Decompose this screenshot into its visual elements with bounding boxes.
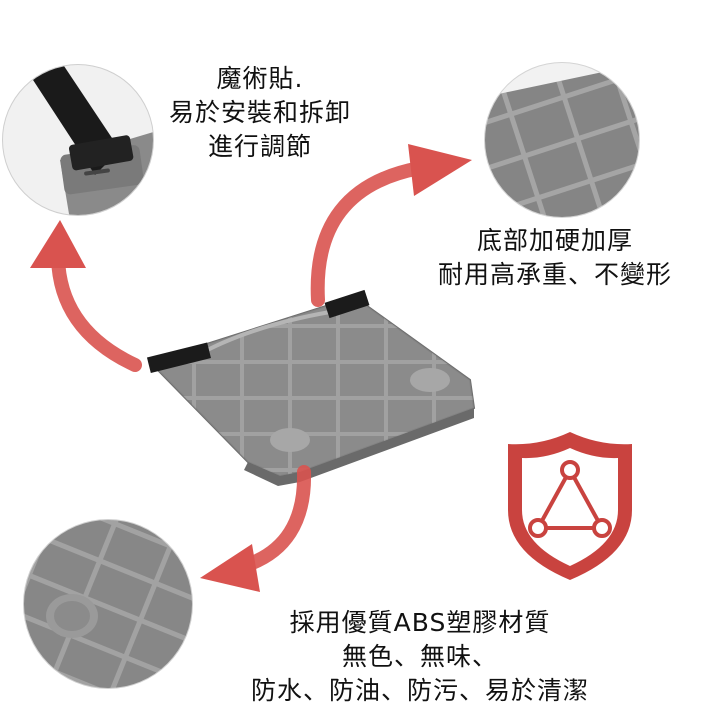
arrow-to-velcro <box>30 220 142 372</box>
caption-material-line-1: 採用優質ABS塑膠材質 <box>289 608 551 637</box>
caption-velcro: 魔術貼. 易於安裝和拆卸 進行調節 <box>150 62 370 164</box>
caption-material: 採用優質ABS塑膠材質 無色、無味、 防水、防油、防污、易於清潔 <box>200 606 640 708</box>
caption-velcro-line-1: 魔術貼. <box>216 64 304 93</box>
shield-triangle-icon <box>508 432 632 580</box>
caption-bottom-line-2: 耐用高承重、不變形 <box>437 260 672 289</box>
arrow-to-material <box>200 465 312 592</box>
detail-circle-bottom <box>484 62 640 218</box>
tray-product <box>146 289 476 486</box>
arrow-to-bottom <box>310 144 472 307</box>
detail-circle-velcro <box>2 64 154 216</box>
caption-material-line-2: 無色、無味、 <box>341 642 498 671</box>
detail-circle-material <box>23 519 193 689</box>
caption-bottom: 底部加硬加厚 耐用高承重、不變形 <box>415 224 695 292</box>
caption-material-line-3: 防水、防油、防污、易於清潔 <box>250 676 589 705</box>
caption-velcro-line-2: 易於安裝和拆卸 <box>168 98 351 127</box>
caption-bottom-line-1: 底部加硬加厚 <box>476 226 633 255</box>
caption-velcro-line-3: 進行調節 <box>207 132 312 161</box>
